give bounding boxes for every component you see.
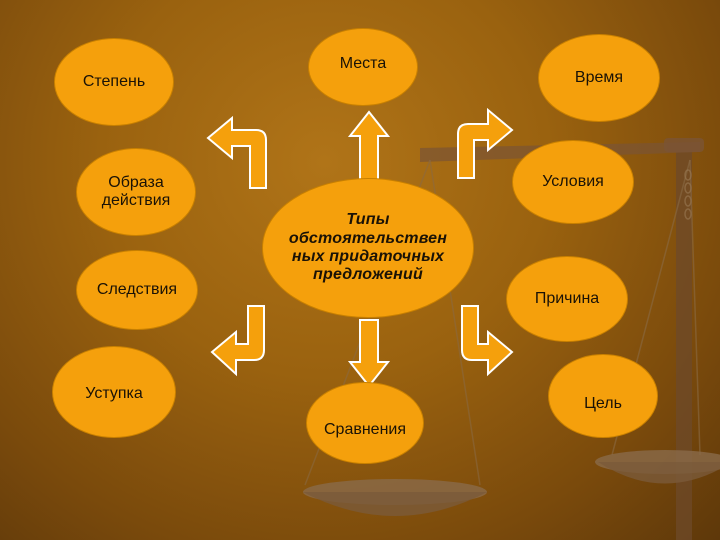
arrow-upper-left: [206, 115, 267, 189]
arrow-lower-left: [210, 305, 265, 377]
node-prichina: Причина: [506, 256, 628, 342]
node-obraza-deystviya: Образа действия: [76, 148, 196, 236]
node-sravneniya: Сравнения: [306, 382, 424, 464]
arrow-up: [347, 110, 391, 181]
node-stepen: Степень: [54, 38, 174, 126]
node-sledstviya: Следствия: [76, 250, 198, 330]
node-mesta: Места: [308, 28, 418, 106]
arrow-down: [347, 319, 391, 388]
node-ustupka: Уступка: [52, 346, 176, 438]
node-center: Типы обстоятельствен ных придаточных пре…: [262, 178, 474, 318]
node-vremya: Время: [538, 34, 660, 122]
arrow-lower-right: [461, 305, 514, 377]
node-tsel: Цель: [548, 354, 658, 438]
arrow-upper-right: [457, 107, 514, 179]
node-usloviya: Условия: [512, 140, 634, 224]
